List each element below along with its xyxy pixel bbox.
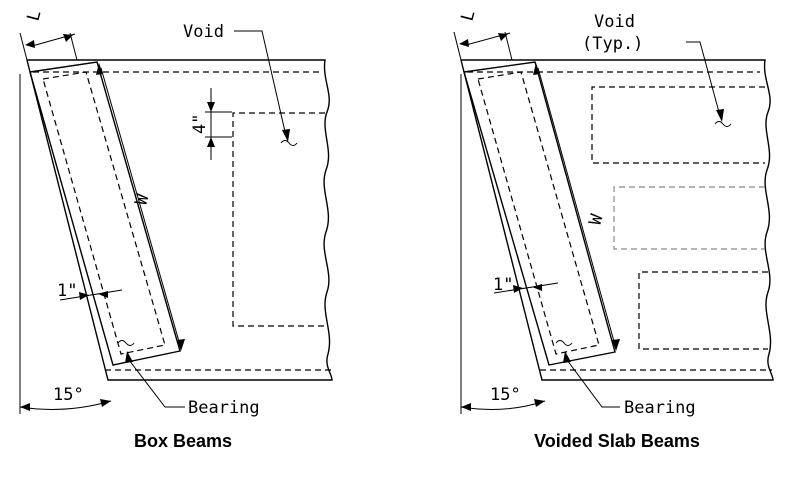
voided-slab-w-arrow-top [533,63,540,75]
box-beam-1in-arrow-right [98,291,108,298]
voided-slab-w-dim-line [537,67,616,346]
box-beam-bearing-strip [29,61,181,366]
box-beam-l-arrow-left [25,40,35,48]
voided-slab-l-arrow-left [459,39,469,47]
box-beam-void-tilde [280,140,298,146]
box-beam-l-ext-left [19,32,28,61]
box-beam-1in-dim-line [59,289,123,301]
box-beam-void-outline [232,112,325,327]
box-beam-bearing-label: Bearing [188,398,260,418]
box-beam-4in-arrow-bottom [207,137,215,147]
voided-slab-bearing-pad [477,71,600,355]
box-beam-w-label: W [132,191,154,207]
voided-slab-bearing-leader [566,359,620,408]
box-beam-1in-label: 1" [57,281,77,301]
box-beam-1in-arrow-left [79,292,89,300]
voided-slab-l-ext-left [453,31,462,61]
box-beam-l-ext-right [69,32,78,61]
box-beam-4in-arrow-top [207,102,215,112]
voided-slab-l-label: L [458,8,480,23]
voided-slab-void-2 [613,186,765,250]
voided-slab-w-label: W [586,211,608,227]
voided-slab-void-1 [591,86,765,164]
box-beam-void-label: Void [183,22,224,42]
voided-slab-void-3 [638,271,768,350]
voided-slab-angle-label: 15° [490,385,521,405]
box-beam-drawing: 4" Void L W 1" Bearing 15° [19,8,333,418]
voided-slab-w-arrow-bottom [612,339,620,351]
box-beam-angle-label: 15° [53,385,84,405]
box-beam-bearing-pad [42,71,166,355]
voided-slab-bearing-arrow [563,351,571,363]
box-beam-bearing-tilde [117,340,135,346]
box-beam-w-arrow-top [96,63,103,75]
box-beam-4in-label: 4" [190,114,210,134]
box-beam-void-leader [234,30,287,137]
voided-slab-1in-arrow-right [532,284,542,291]
box-beam-l-label: L [24,8,46,23]
box-beam-w-dim-line [100,67,181,346]
voided-slab-bearing-strip [463,61,616,366]
voided-slab-void-leader [686,41,721,117]
voided-slab-outline [460,59,774,381]
box-beam-void-arrow [282,129,290,142]
box-beam-bearing-leader [128,359,185,408]
voided-slab-l-ext-right [504,31,513,61]
voided-slab-void-tilde [714,121,732,127]
voided-slab-1in-label: 1" [493,275,513,295]
voided-slab-1in-arrow-left [513,285,523,293]
voided-slab-void-arrow [716,109,724,122]
box-beam-outline [26,59,333,381]
box-beam-w-arrow-bottom [177,339,185,351]
voided-slab-void-label-line2: (Typ.) [582,34,643,54]
box-beams-caption: Box Beams [134,431,232,451]
voided-slab-1in-dim-line [493,282,559,294]
box-beam-l-arrow-right [63,34,73,42]
box-beam-angle-arrow-right [100,399,111,407]
voided-slab-angle-arrow-left [461,403,471,411]
voided-slab-void-label-line1: Void [594,12,635,32]
box-beam-angle-arrow-left [20,403,30,411]
voided-slab-angle-arrow-right [534,399,545,407]
voided-slab-l-arrow-right [498,33,508,41]
voided-slab-bearing-tilde [555,340,573,346]
box-beam-bearing-arrow [125,351,133,363]
voided-slab-bearing-label: Bearing [624,398,696,418]
voided-slab-drawing: Void (Typ.) L W 1" Bearing 15° [453,8,774,418]
voided-slab-beams-caption: Voided Slab Beams [534,431,700,451]
